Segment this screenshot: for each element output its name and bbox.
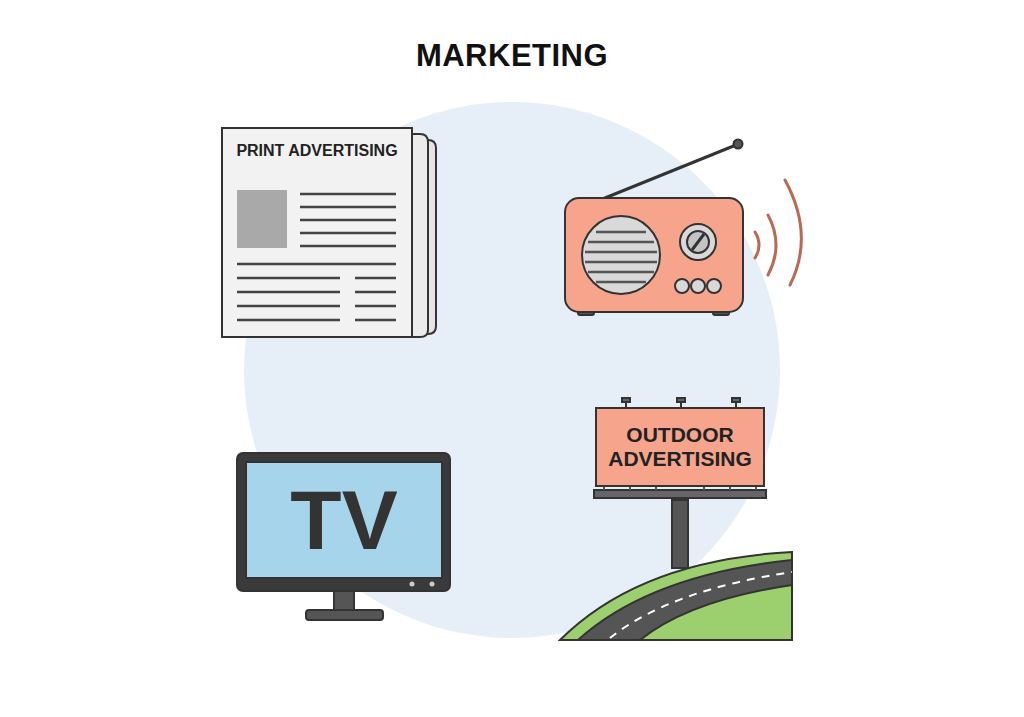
print-ad-box: PRINT ADVERTISING: [222, 128, 412, 178]
node-label: PRINT ADVERTISING: [236, 142, 397, 160]
node-label: TV: [290, 472, 397, 569]
billboard-icon: [560, 398, 792, 640]
newspaper-icon: [222, 128, 436, 337]
billboard-board: OUTDOOR ADVERTISING: [596, 408, 764, 486]
diagram-title: MARKETING: [0, 38, 1024, 74]
tv-screen: TV: [246, 462, 442, 578]
radio-icon: [565, 140, 801, 316]
tv-icon: [237, 453, 450, 620]
node-label: OUTDOOR ADVERTISING: [604, 423, 756, 471]
